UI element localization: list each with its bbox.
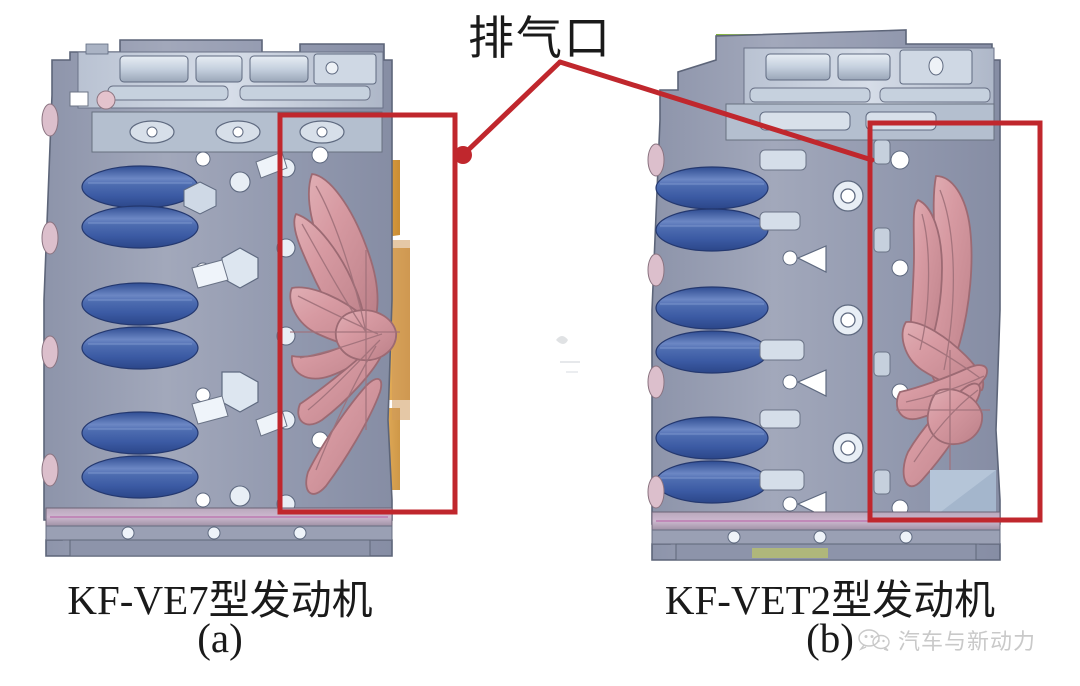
leader-line-left [460, 59, 563, 158]
highlight-box-panel-a [277, 112, 458, 515]
panel-b-engine-diagram [647, 29, 1001, 561]
panel-b-cam-cover-detail [725, 47, 995, 141]
panel-a-cam-cover-detail [77, 43, 384, 109]
leader-line-right [557, 59, 875, 163]
panel-a-side-lugs [41, 103, 59, 487]
annotation-overlay [277, 59, 1043, 523]
panel-a-sub-caption: (a) [197, 615, 243, 661]
panel-a-exhaust-ports [289, 173, 397, 495]
panel-a-caption: KF-VE7型发动机 [67, 577, 373, 623]
panel-a-deck-face [45, 507, 393, 557]
leader-dot-left [454, 146, 472, 164]
panel-b-sub-caption: (b) [806, 615, 854, 661]
panel-a-exhaust-centerlines [290, 185, 400, 471]
panel-b-side-lugs [647, 143, 665, 509]
panel-b-caption: KF-VET2型发动机 [664, 577, 996, 623]
panel-b-deck-face [651, 511, 1001, 561]
scan-artifact [556, 336, 580, 373]
exhaust-port-callout-label: 排气口 [468, 11, 612, 65]
panel-a-intake-ports [81, 165, 199, 499]
panel-b-exhaust-centerlines [896, 189, 990, 470]
panel-b-intake-ports [655, 166, 769, 504]
panel-b-valve-seat-column [759, 139, 910, 519]
highlight-box-panel-b [867, 120, 1043, 523]
panel-a-engine-diagram [41, 39, 410, 557]
panel-a-cam-journal-row [69, 90, 383, 153]
